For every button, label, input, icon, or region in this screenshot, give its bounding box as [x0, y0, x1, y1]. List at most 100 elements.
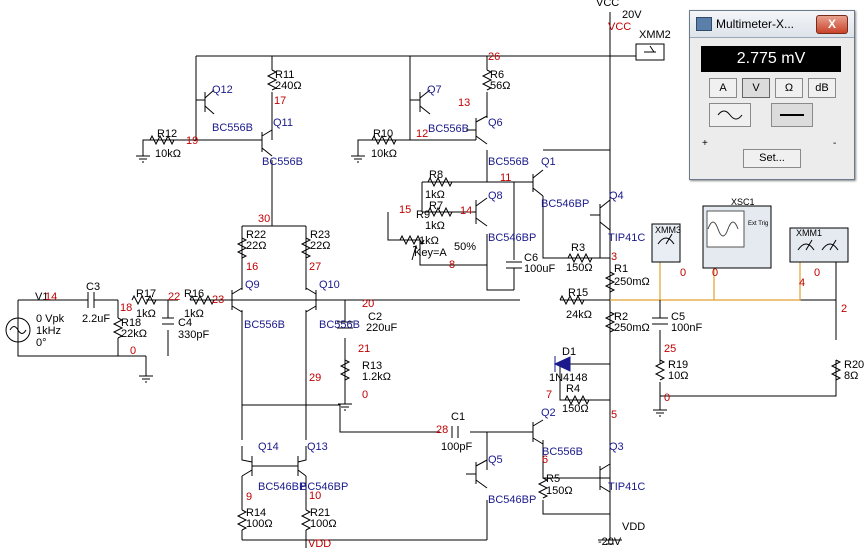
label-components-q7-ref: Q7 — [427, 84, 442, 96]
label-components-q3-ref: Q3 — [609, 441, 624, 453]
label-components-r8-value: 1kΩ — [425, 189, 445, 201]
label-instruments-xsc1: XSC1 — [731, 197, 755, 207]
label-components-q10-type: BC556B — [319, 319, 360, 331]
label-components-r12-ref: R12 — [157, 128, 177, 140]
label-instruments-xmm1: XMM1 — [796, 228, 822, 238]
multimeter-titlebar[interactable]: Multimeter-X... X — [690, 11, 854, 38]
multimeter-app-icon — [696, 17, 712, 31]
label-components-q1-type: BC546BP — [541, 198, 589, 210]
label-nets-19: 29 — [309, 372, 321, 384]
label-components-c3-ref: C3 — [86, 281, 100, 293]
label-components-r19-value: 10Ω — [668, 370, 688, 382]
vdd-net: VDD — [308, 538, 331, 550]
label-nets-32: 0 — [680, 267, 686, 279]
label-components-r10-value: 10kΩ — [371, 148, 397, 160]
decibel-button[interactable]: dB — [808, 78, 836, 98]
label-components-r3-value: 150Ω — [566, 262, 593, 274]
label-components-q10-ref: Q10 — [319, 279, 340, 291]
label-components-r12-value: 10kΩ — [155, 148, 181, 160]
label-components-r13-ref: R13 — [362, 360, 382, 372]
label-components-r2-value: 250mΩ — [614, 322, 650, 334]
net-labels: 14 18 22 23 0 19 17 12 13 26 11 15 8 14 … — [45, 51, 847, 503]
label-components-r22-ref: R22 — [246, 229, 266, 241]
label-components-c2-value: 220uF — [366, 322, 397, 334]
label-components-c1-value: 100pF — [441, 441, 472, 453]
xmm3-icon[interactable] — [651, 223, 681, 263]
label-components-r17-value: 1kΩ — [136, 308, 156, 320]
label-components-r1-value: 250mΩ — [614, 276, 650, 288]
label-components-r6-value: 56Ω — [490, 80, 510, 92]
multimeter-window[interactable]: Multimeter-X... X 2.775 mV A V Ω dB + - … — [689, 10, 855, 180]
label-nets-7: 12 — [416, 128, 428, 140]
labels: VCC 20V VCC VDD -20V VDD R11 240Ω R6 56Ω… — [35, 0, 864, 550]
label-components-r13-value: 1.2kΩ — [362, 371, 391, 383]
label-components-r22-value: 22Ω — [246, 240, 266, 252]
label-components-c6-ref: C6 — [524, 252, 538, 264]
label-components-c1-ref: C1 — [451, 411, 465, 423]
label-components-r15-value: 24kΩ — [566, 309, 592, 321]
source-v1 — [5, 317, 31, 343]
voltmeter-button[interactable]: V — [742, 78, 770, 98]
label-components-r7-ref: R7 — [429, 200, 443, 212]
label-components-r11-value: 240Ω — [275, 80, 302, 92]
label-nets-15: 27 — [309, 261, 321, 273]
label-components-r14-value: 100Ω — [246, 518, 273, 530]
xmm1-icon[interactable] — [789, 227, 849, 263]
label-components-r19-ref: R19 — [668, 359, 688, 371]
label-components-v1-line1: 0 Vpk — [36, 313, 65, 325]
label-components-r9-ref: R9 — [416, 209, 430, 221]
label-components-r20-value: 8Ω — [844, 370, 858, 382]
label-nets-14: 16 — [246, 261, 258, 273]
label-nets-16: 30 — [258, 213, 270, 225]
label-components-d1-value: 1N4148 — [549, 372, 588, 384]
label-components-q2-type: BC556B — [542, 446, 583, 458]
label-nets-23: 7 — [546, 389, 552, 401]
dc-line-icon — [780, 114, 804, 116]
label-components-r16-value: 1kΩ — [184, 308, 204, 320]
label-components-v1-ref: V1 — [35, 291, 48, 303]
resistor-symbols — [112, 69, 842, 531]
ammeter-button[interactable]: A — [709, 78, 737, 98]
label-components-q7-type: BC556B — [428, 123, 469, 135]
label-nets-18: 21 — [358, 343, 370, 355]
label-components-q4-ref: Q4 — [609, 190, 624, 202]
label-components-r5-value: 150Ω — [546, 485, 573, 497]
vdd-value: -20V — [598, 536, 622, 548]
ohmmeter-button[interactable]: Ω — [775, 78, 803, 98]
label-nets-28: 4 — [799, 277, 805, 289]
label-components-q12-type: BC556B — [212, 122, 253, 134]
label-nets-2: 22 — [168, 291, 180, 303]
label-nets-20: 28 — [436, 424, 448, 436]
label-components-q9-type: BC556B — [244, 319, 285, 331]
close-button[interactable]: X — [816, 15, 848, 34]
dc-mode-button[interactable] — [771, 103, 813, 127]
label-nets-3: 23 — [212, 294, 224, 306]
label-components-r23-ref: R23 — [310, 229, 330, 241]
label-instruments-xmm2: XMM2 — [639, 29, 671, 41]
ac-mode-button[interactable] — [709, 103, 751, 127]
label-components-q6-type: BC556B — [488, 156, 529, 168]
sine-wave-icon — [717, 110, 743, 120]
xmm2-icon[interactable] — [635, 43, 665, 61]
label-components-d1-ref: D1 — [562, 346, 576, 358]
label-nets-1: 18 — [120, 302, 132, 314]
diode-d1 — [553, 356, 571, 372]
label-components-c4-ref: C4 — [178, 317, 192, 329]
label-components-q14-type: BC546BP — [258, 481, 306, 493]
label-components-c4-value: 330pF — [178, 329, 209, 341]
label-components-r11-ref: R11 — [275, 69, 294, 81]
label-components-q3-type: TIP41C — [608, 481, 645, 493]
xsc1-oscilloscope-icon[interactable]: Ext Trig — [702, 205, 772, 269]
label-instruments-xmm3: XMM3 — [655, 225, 681, 235]
label-components-q14-ref: Q14 — [258, 441, 279, 453]
label-nets-12: 8 — [449, 259, 455, 271]
label-components-c6-value: 100uF — [524, 263, 555, 275]
set-button[interactable]: Set... — [743, 149, 801, 168]
label-nets-25: 3 — [611, 251, 617, 263]
label-components-r23-value: 22Ω — [310, 240, 330, 252]
label-components-r21-ref: R21 — [310, 507, 330, 519]
label-components-r2-ref: R2 — [614, 311, 628, 323]
multimeter-title: Multimeter-X... — [716, 17, 795, 31]
label-components-r3-ref: R3 — [571, 242, 585, 254]
